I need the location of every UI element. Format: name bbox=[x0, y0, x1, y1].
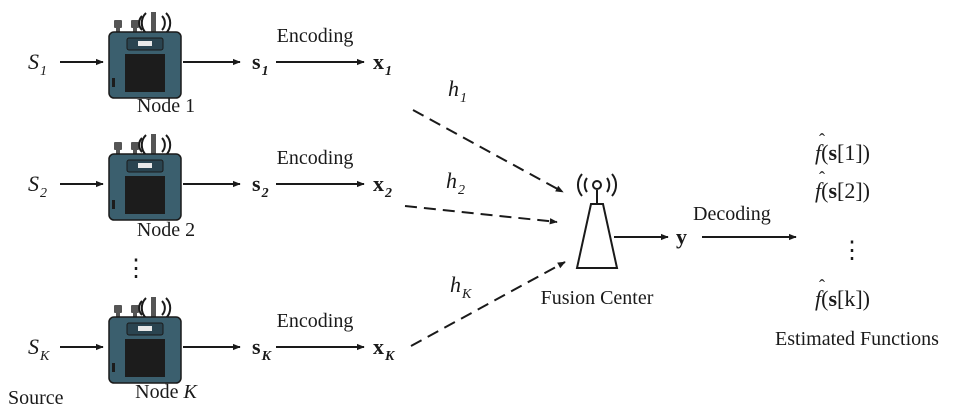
channel-arrow bbox=[404, 205, 558, 225]
x-symbol: x2 bbox=[373, 171, 392, 201]
outputs-ellipsis: ⋮ bbox=[840, 238, 864, 264]
svg-text:s1: s1 bbox=[252, 49, 269, 79]
estimated-functions-label: Estimated Functions bbox=[775, 328, 939, 350]
fusion-center: Fusion Center bbox=[541, 173, 654, 309]
node-label: Node K bbox=[135, 381, 198, 403]
svg-text:x2: x2 bbox=[373, 171, 392, 201]
estimated-function: f(s[1])ˆ bbox=[815, 130, 870, 165]
sensor-node-icon bbox=[108, 296, 182, 384]
antenna-tower-icon bbox=[575, 203, 619, 269]
svg-text:xK: xK bbox=[373, 334, 396, 364]
nodes-ellipsis: ⋮ bbox=[124, 256, 148, 282]
source-symbol: S2 bbox=[28, 171, 47, 201]
svg-text:sK: sK bbox=[252, 334, 273, 364]
sensor-node-icon bbox=[108, 11, 182, 99]
decoding-label: Decoding bbox=[693, 203, 771, 225]
channel-symbol: h2 bbox=[446, 168, 465, 198]
y-symbol: y bbox=[676, 224, 687, 249]
s-symbol: sK bbox=[252, 334, 273, 364]
svg-text:h2: h2 bbox=[446, 168, 465, 198]
svg-text:h1: h1 bbox=[448, 76, 467, 106]
svg-text:f(s[k]): f(s[k]) bbox=[815, 286, 870, 311]
source-symbol: S1 bbox=[28, 49, 47, 79]
channel-symbol: h1 bbox=[448, 76, 467, 106]
svg-text:f(s[2]): f(s[2]) bbox=[815, 178, 870, 203]
svg-text:S1: S1 bbox=[28, 49, 47, 79]
svg-text:SK: SK bbox=[28, 334, 50, 364]
svg-text:f(s[1]): f(s[1]) bbox=[815, 140, 870, 165]
hat-accent: ˆ bbox=[819, 276, 825, 296]
s-symbol: s1 bbox=[252, 49, 269, 79]
estimated-function: f(s[k])ˆ bbox=[815, 276, 870, 311]
estimated-function: f(s[2])ˆ bbox=[815, 168, 870, 203]
channel-arrow bbox=[412, 109, 564, 193]
source-symbol: SK bbox=[28, 334, 50, 364]
channel-symbol: hK bbox=[450, 272, 472, 302]
hat-accent: ˆ bbox=[819, 168, 825, 188]
svg-text:s2: s2 bbox=[252, 171, 269, 201]
channel-arrow bbox=[410, 261, 566, 347]
node-label: Node 2 bbox=[137, 219, 195, 241]
source-caption: Source bbox=[8, 387, 64, 409]
svg-text:S2: S2 bbox=[28, 171, 47, 201]
hat-accent: ˆ bbox=[819, 130, 825, 150]
node-label: Node 1 bbox=[137, 95, 195, 117]
fusion-center-label: Fusion Center bbox=[541, 287, 654, 309]
x-symbol: x1 bbox=[373, 49, 392, 79]
encoding-label: Encoding bbox=[277, 25, 354, 47]
sensor-node-icon bbox=[108, 133, 182, 221]
encoding-label: Encoding bbox=[277, 310, 354, 332]
svg-text:x1: x1 bbox=[373, 49, 392, 79]
encoding-label: Encoding bbox=[277, 147, 354, 169]
svg-text:hK: hK bbox=[450, 272, 472, 302]
x-symbol: xK bbox=[373, 334, 396, 364]
s-symbol: s2 bbox=[252, 171, 269, 201]
